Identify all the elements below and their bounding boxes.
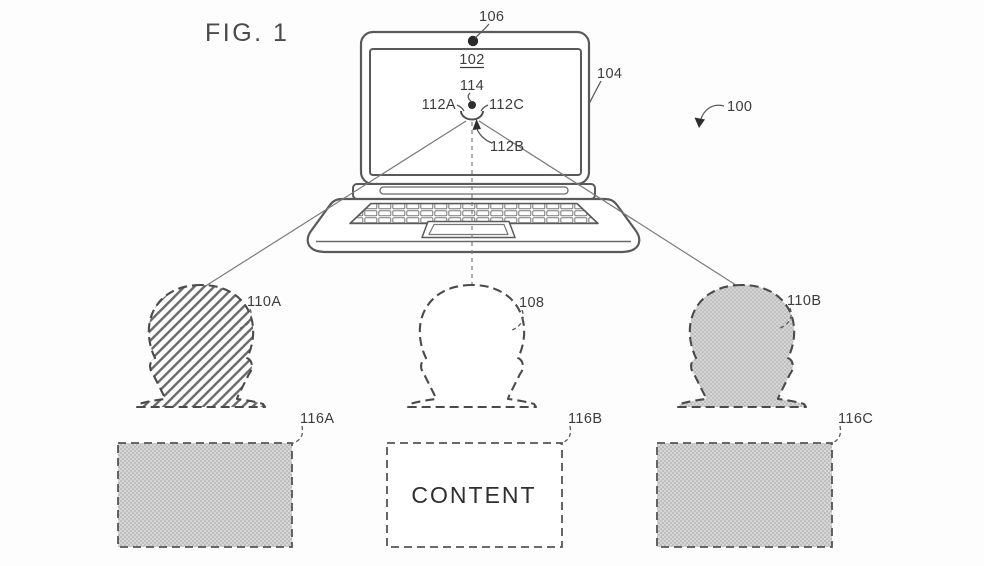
leader-112B: [476, 128, 493, 144]
ref-label-112A: 112A: [422, 97, 456, 113]
ref-label-116A: 116A: [300, 411, 334, 427]
laptop-hinge: [352, 183, 596, 200]
gaze-point-dot: [468, 101, 476, 109]
ref-label-108: 108: [519, 295, 544, 311]
content-box-text: CONTENT: [411, 482, 536, 508]
ref-label-102: 102: [459, 52, 484, 68]
laptop: [306, 30, 641, 254]
ref-label-110A: 110A: [247, 294, 281, 310]
webcam-dot: [467, 35, 479, 47]
ref-label-104: 104: [597, 66, 622, 82]
ref-label-116C: 116C: [838, 411, 873, 427]
gaze-arc: [460, 110, 484, 121]
keyboard: [349, 202, 599, 225]
leader-114: [467, 92, 472, 102]
leader-116C: [829, 425, 842, 445]
ref-label-114: 114: [460, 78, 484, 94]
gaze-widget: [460, 101, 484, 121]
region-box-116B: [386, 442, 563, 548]
touchpad: [421, 220, 516, 239]
leader-116A: [290, 425, 304, 445]
left-user-silhouette: [135, 283, 267, 409]
arrowhead-112B: [472, 119, 481, 130]
ref-label-100: 100: [727, 99, 752, 115]
touchpad-inner: [428, 223, 509, 236]
laptop-labels: 106 102 114 112A 112C 112B 104 100: [422, 9, 752, 155]
figure-title: FIG. 1: [205, 19, 289, 47]
leader-116B: [559, 425, 572, 445]
leader-112A: [456, 104, 465, 112]
sight-line-right: [478, 120, 740, 288]
region-box-116A: [117, 442, 293, 548]
sight-line-left: [203, 120, 467, 288]
center-user-silhouette: [406, 283, 538, 409]
laptop-screen: [369, 48, 582, 176]
leader-106: [474, 23, 490, 39]
hinge-slot: [379, 186, 569, 195]
content-regions: CONTENT 116A 116B 116C: [117, 411, 873, 548]
arrowhead-100: [694, 117, 705, 128]
ref-label-116B: 116B: [568, 411, 602, 427]
leader-108: [509, 309, 524, 332]
region-box-116C: [656, 442, 833, 548]
ref-label-106: 106: [479, 9, 504, 25]
users: 110A 108 110B: [135, 283, 821, 409]
ref-label-110B: 110B: [787, 293, 821, 309]
sight-lines: [203, 120, 740, 288]
leader-104: [588, 80, 602, 105]
ref-label-112C: 112C: [489, 97, 524, 113]
leader-112C: [480, 104, 489, 112]
leader-110B: [777, 307, 792, 330]
ref-label-112B: 112B: [490, 139, 524, 155]
leader-110A: [237, 308, 252, 330]
leader-100: [700, 104, 725, 120]
